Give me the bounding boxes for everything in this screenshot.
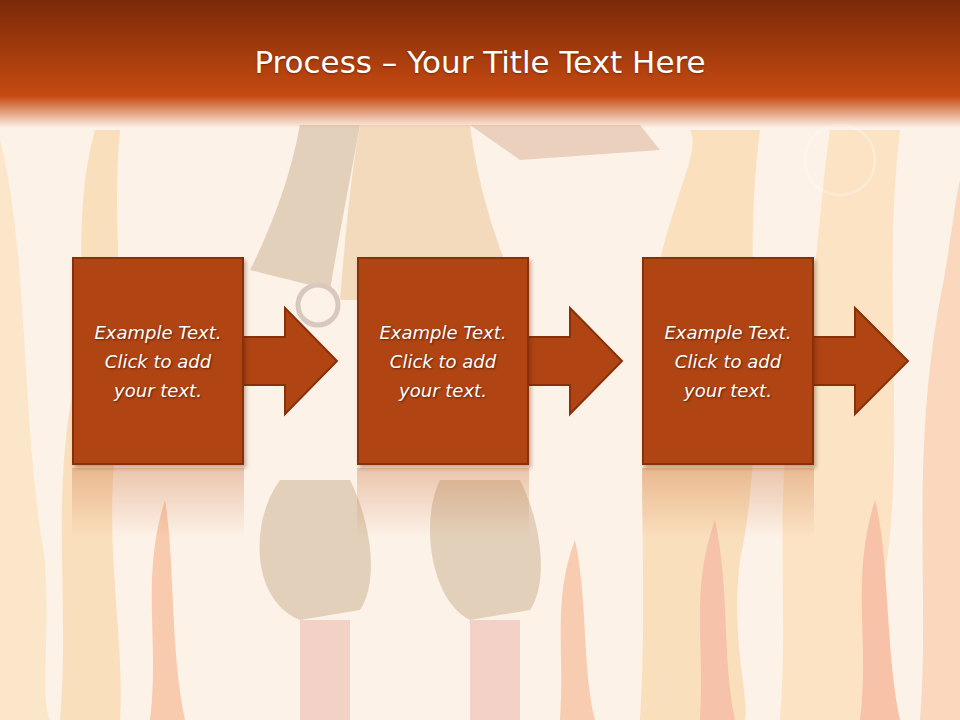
text-wrap: Example Text. Click to add your text. xyxy=(656,318,800,405)
final-arrow xyxy=(812,308,908,414)
block-arrow xyxy=(242,308,337,414)
process-box: Example Text. Click to add your text. xyxy=(357,257,529,465)
title-bar xyxy=(0,0,960,128)
slide-title: Process – Your Title Text Here xyxy=(0,44,960,80)
box-text: Example Text. Click to add your text. xyxy=(371,318,515,405)
text-wrap: Example Text. Click to add your text. xyxy=(86,318,230,405)
process-box: Example Text. Click to add your text. xyxy=(72,257,244,465)
box-text: Example Text. Click to add your text. xyxy=(86,318,230,405)
text-wrap: Example Text. Click to add your text. xyxy=(371,318,515,405)
process-box: Example Text. Click to add your text. xyxy=(642,257,814,465)
box-reflections xyxy=(72,468,814,538)
figure-illustration xyxy=(250,125,875,720)
block-arrow xyxy=(527,308,622,414)
box-text: Example Text. Click to add your text. xyxy=(656,318,800,405)
